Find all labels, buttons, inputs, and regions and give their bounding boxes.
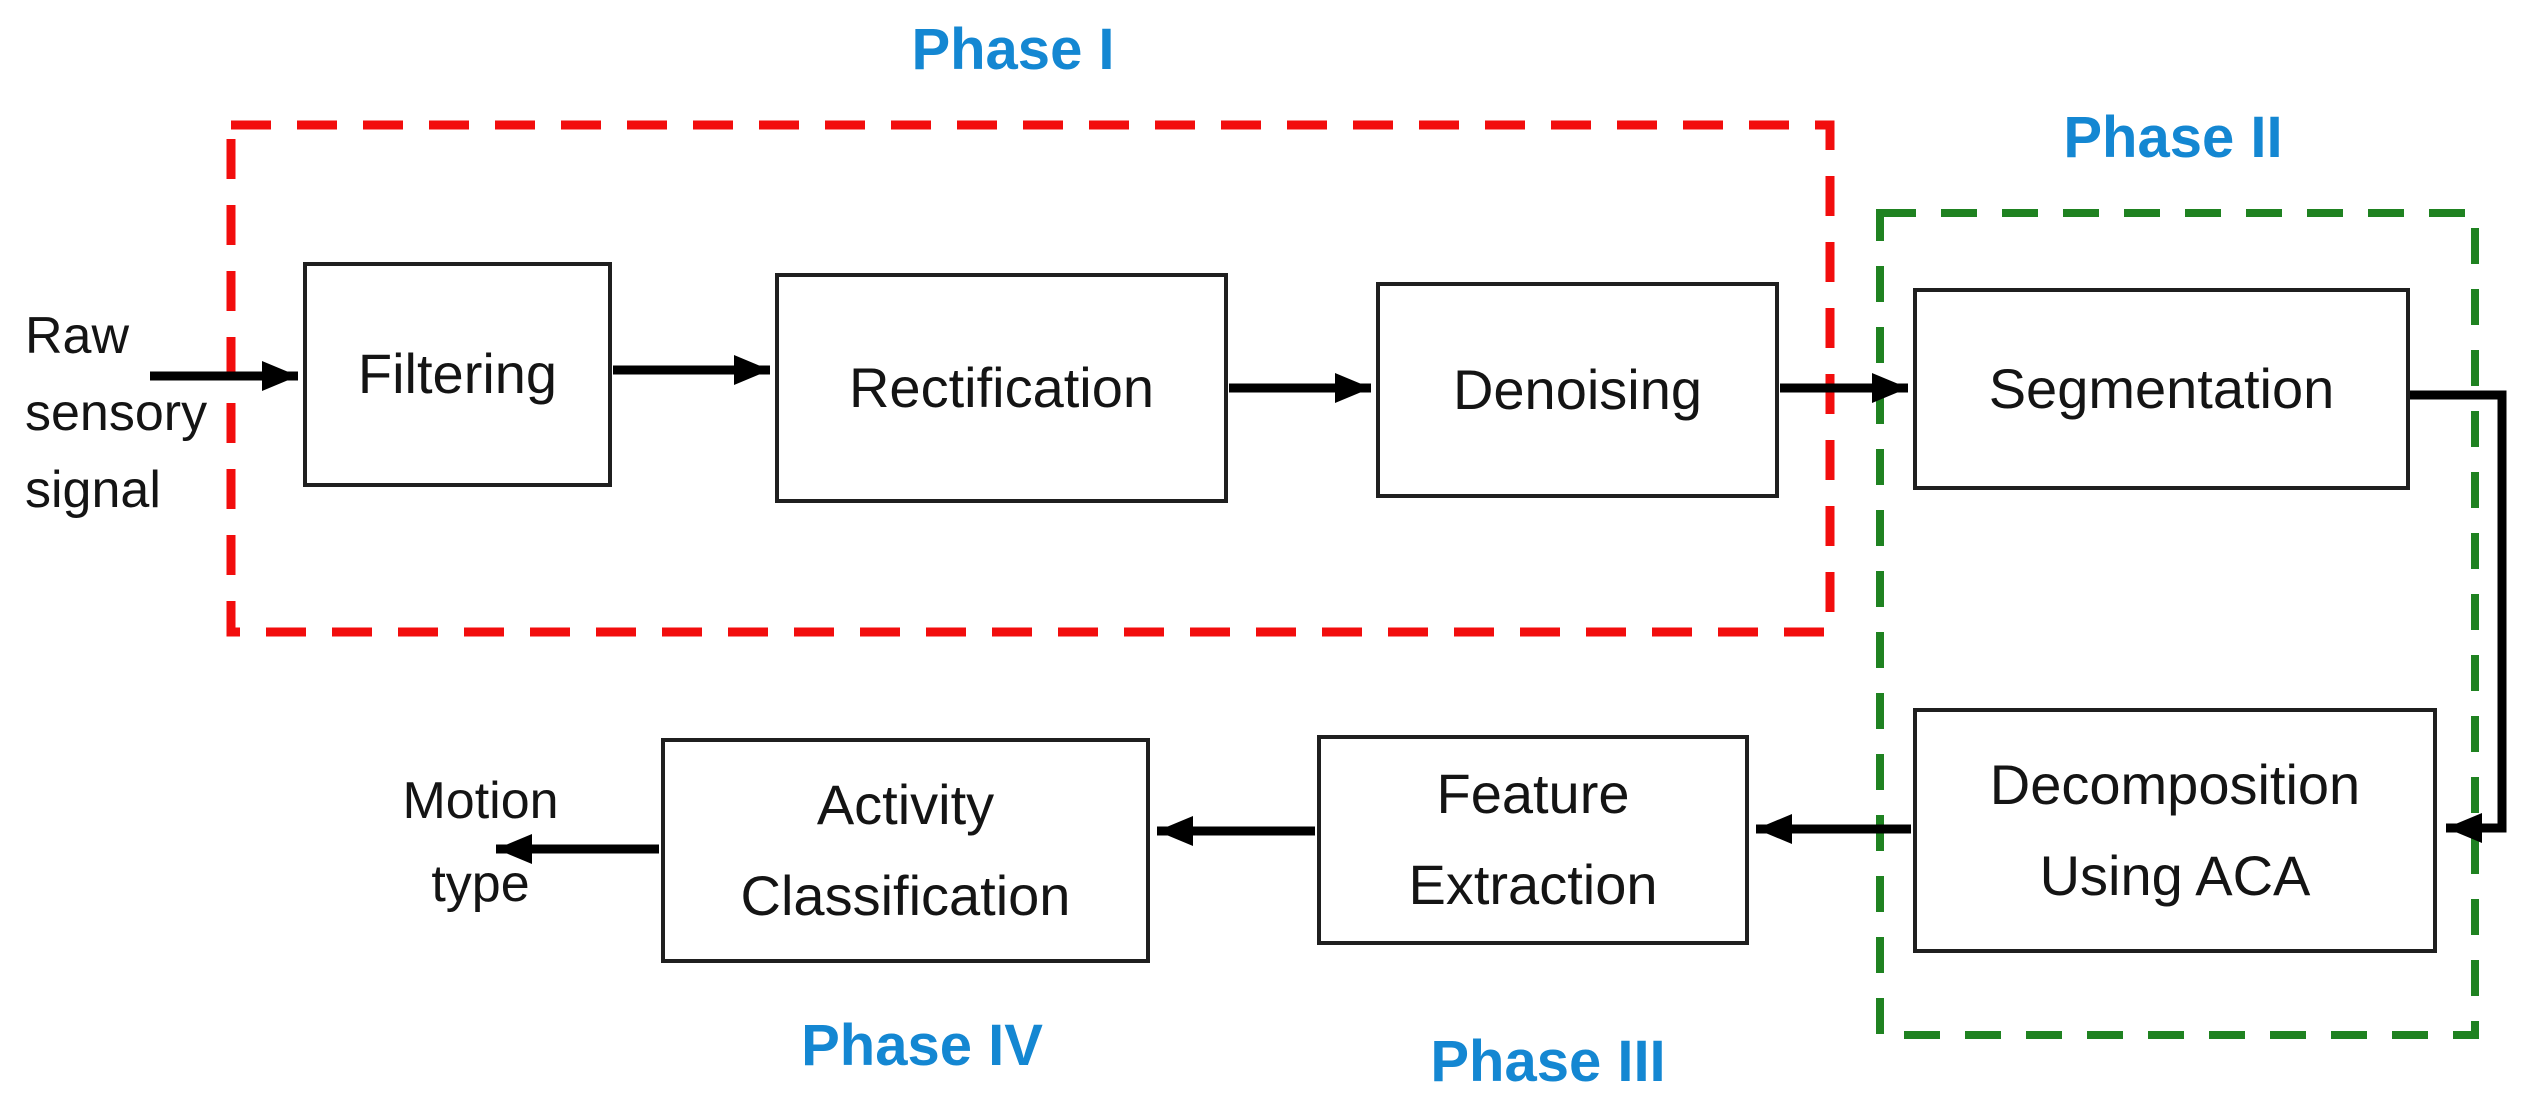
phase1-dashed-boundary bbox=[226, 120, 1835, 637]
box-activity-classification: Activity Classification bbox=[661, 738, 1150, 963]
box-filtering-label: Filtering bbox=[357, 342, 558, 406]
box-activity-classification-label-line2: Classification bbox=[740, 863, 1071, 927]
box-segmentation: Segmentation bbox=[1913, 288, 2410, 490]
input-label-line2: sensory bbox=[25, 384, 208, 442]
phase1-label: Phase I bbox=[911, 17, 1115, 82]
box-feature-extraction-label-line1: Feature bbox=[1436, 762, 1630, 826]
input-label-line3: signal bbox=[25, 461, 161, 519]
box-rectification-label: Rectification bbox=[848, 355, 1155, 419]
box-decomposition-label-line2: Using ACA bbox=[2039, 843, 2311, 907]
box-activity-classification-label-line1: Activity bbox=[816, 772, 995, 836]
output-label-line2: type bbox=[431, 855, 530, 913]
output-label-motion-type: Motion type bbox=[378, 760, 583, 926]
phase2-label: Phase II bbox=[2063, 105, 2283, 170]
input-label-line1: Raw bbox=[25, 307, 130, 365]
box-decomposition-using-aca: Decomposition Using ACA bbox=[1913, 708, 2437, 953]
box-rectification: Rectification bbox=[775, 273, 1228, 503]
phase3-label: Phase III bbox=[1430, 1029, 1666, 1094]
phase2-dashed-boundary bbox=[1876, 209, 2479, 1039]
arrow-segmentation-to-decomposition bbox=[2409, 390, 2507, 843]
input-label-raw-sensory-signal: Raw sensory signal bbox=[25, 298, 245, 529]
box-decomposition-label-line1: Decomposition bbox=[1989, 752, 2361, 816]
box-feature-extraction-label-line2: Extraction bbox=[1408, 853, 1658, 916]
box-denoising-label: Denoising bbox=[1452, 357, 1703, 421]
output-label-line1: Motion bbox=[402, 772, 559, 830]
box-feature-extraction: Feature Extraction bbox=[1317, 735, 1749, 945]
box-filtering: Filtering bbox=[303, 262, 612, 487]
phase4-label: Phase IV bbox=[801, 1013, 1043, 1078]
box-denoising: Denoising bbox=[1376, 282, 1779, 498]
box-segmentation-label: Segmentation bbox=[1988, 356, 2335, 420]
